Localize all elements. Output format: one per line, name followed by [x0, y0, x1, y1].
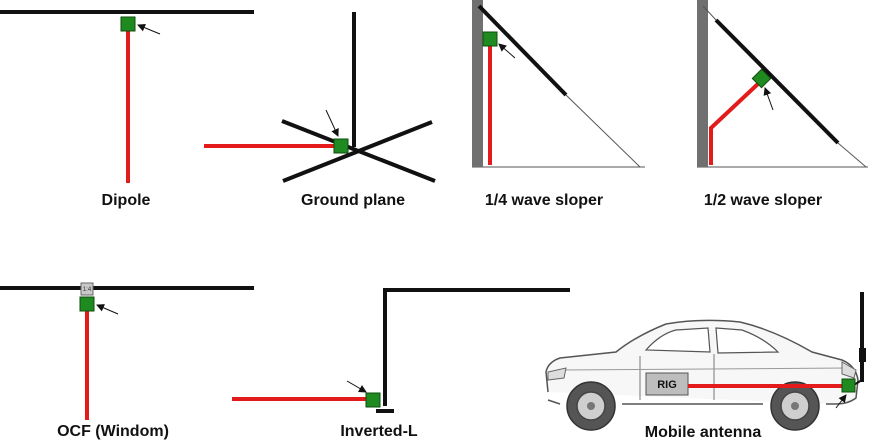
car-front-wheel [566, 381, 616, 431]
quarter-sloper-label: 1/4 wave sloper [485, 192, 603, 209]
ocf-feedpoint [79, 296, 95, 312]
inverted-l-label: Inverted-L [340, 423, 418, 440]
ocf-label: OCF (Windom) [57, 423, 169, 440]
mobile-loading-coil [859, 348, 866, 362]
mobile-feedpoint-arrow [835, 394, 847, 409]
dipole-feedpoint-arrow [137, 23, 161, 35]
ground-plane-feedpoint-arrow [325, 109, 339, 137]
ocf-windom-panel: 1:4 OCF (Windom) [0, 282, 254, 440]
quarter-sloper-feedpoint-arrow [498, 43, 516, 59]
car-illustration [545, 319, 859, 431]
ocf-balun [80, 282, 94, 296]
mobile-feedpoint [841, 378, 856, 393]
car-body [545, 319, 859, 405]
half-sloper-mast [697, 0, 708, 167]
car-belt-line [559, 367, 851, 371]
quarter-sloper-guy-rope [565, 94, 641, 168]
half-sloper-guy-rope [702, 5, 717, 21]
inverted-l-wire [383, 288, 570, 406]
quarter-sloper-mast [472, 0, 483, 167]
half-sloper-wire [714, 18, 840, 145]
half-sloper-guy-rope [837, 142, 867, 168]
dipole-feedpoint [120, 16, 136, 32]
quarter-wave-sloper-panel: 1/4 wave sloper [472, 0, 645, 209]
mobile-antenna-panel: RIG Mobile antenna [545, 292, 866, 441]
ground-plane-radial [282, 120, 433, 183]
car-rear-window [715, 327, 780, 354]
dipole-label: Dipole [102, 192, 151, 209]
car-headlight [547, 367, 567, 381]
mobile-antenna-label: Mobile antenna [645, 424, 762, 441]
half-sloper-feedpoint-arrow [763, 87, 774, 111]
ocf-feedpoint-arrow [96, 304, 119, 315]
inverted-l-feedpoint-arrow [346, 380, 367, 393]
car-taillight [841, 361, 857, 379]
ground-plane-feedpoint [333, 138, 349, 154]
ground-plane-panel: Ground plane [204, 12, 436, 209]
inverted-l-feedpoint [365, 392, 381, 408]
mobile-rig-label: RIG [657, 379, 677, 391]
ocf-balun-text: 1:4 [83, 287, 92, 293]
half-sloper-feedline [709, 80, 762, 165]
half-wave-sloper-panel: 1/2 wave sloper [697, 0, 868, 209]
half-sloper-label: 1/2 wave sloper [704, 192, 822, 209]
quarter-sloper-wire [477, 4, 568, 97]
quarter-sloper-feedpoint [482, 31, 498, 47]
half-sloper-feedpoint [751, 68, 772, 89]
ground-plane-label: Ground plane [301, 192, 405, 209]
car-rear-wheel [770, 381, 820, 431]
dipole-panel: Dipole [0, 10, 254, 209]
inverted-l-panel: Inverted-L [232, 288, 570, 440]
car-front-window [644, 327, 711, 353]
